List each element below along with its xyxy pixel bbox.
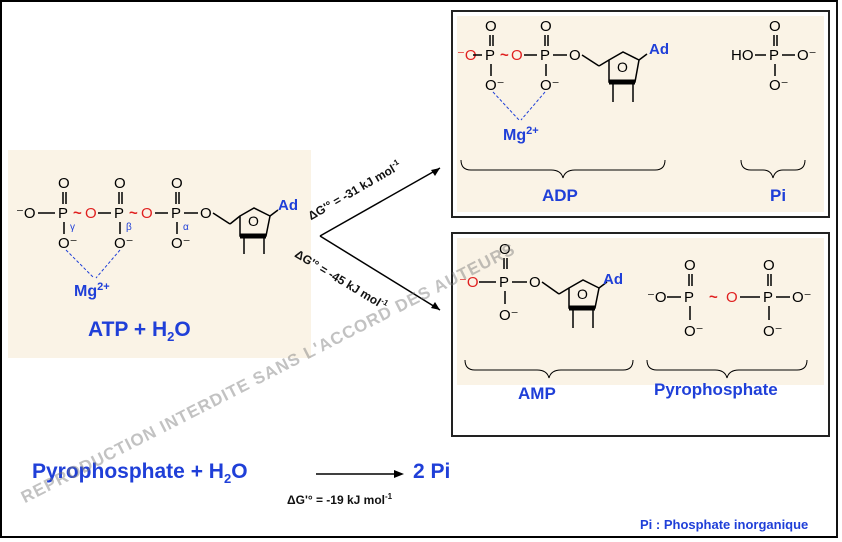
- svg-text:O: O: [114, 175, 126, 192]
- svg-text:~: ~: [500, 47, 509, 64]
- svg-text:O⁻: O⁻: [114, 235, 134, 252]
- svg-text:O: O: [171, 175, 183, 192]
- svg-text:O: O: [769, 18, 781, 35]
- adp-label: ADP: [542, 186, 578, 205]
- svg-text:O⁻: O⁻: [171, 235, 191, 252]
- svg-text:O: O: [248, 213, 259, 229]
- svg-text:O⁻: O⁻: [485, 77, 505, 94]
- svg-text:⁻O: ⁻O: [457, 47, 477, 64]
- svg-text:O: O: [511, 47, 523, 64]
- svg-text:O: O: [529, 274, 541, 291]
- svg-text:P: P: [171, 205, 181, 222]
- svg-text:P: P: [499, 274, 509, 291]
- svg-text:P: P: [114, 205, 124, 222]
- svg-text:α: α: [183, 222, 189, 233]
- reaction-arrows: [319, 167, 441, 311]
- equation-arrow: [316, 470, 404, 478]
- svg-text:O: O: [763, 257, 775, 274]
- svg-text:O⁻: O⁻: [540, 77, 560, 94]
- svg-text:O: O: [726, 289, 738, 306]
- pyrophosphate-label: Pyrophosphate: [654, 380, 778, 399]
- svg-text:O: O: [485, 18, 497, 35]
- svg-text:O: O: [617, 59, 628, 75]
- atp-mg-label: Mg2+: [74, 281, 110, 300]
- equation-left: Pyrophosphate + H2O: [32, 460, 248, 487]
- svg-text:O: O: [141, 205, 153, 222]
- equation-right: 2 Pi: [413, 460, 451, 483]
- svg-text:~: ~: [129, 205, 138, 222]
- amp-ppi-box: [451, 232, 830, 437]
- equation-dg-label: ΔG'° = -19 kJ mol-1: [287, 492, 393, 507]
- svg-text:⁻O: ⁻O: [16, 205, 36, 222]
- svg-text:~: ~: [73, 205, 82, 222]
- svg-text:P: P: [684, 289, 694, 306]
- svg-text:P: P: [763, 289, 773, 306]
- svg-text:O⁻: O⁻: [58, 235, 78, 252]
- svg-text:P: P: [769, 47, 779, 64]
- svg-text:O⁻: O⁻: [763, 323, 783, 340]
- svg-text:O: O: [577, 286, 588, 302]
- svg-text:O⁻: O⁻: [792, 289, 812, 306]
- svg-text:β: β: [126, 222, 132, 233]
- atp-label: ATP + H2O: [88, 318, 191, 345]
- svg-text:~: ~: [709, 289, 718, 306]
- adp-mg-label: Mg2+: [503, 125, 539, 144]
- svg-text:O: O: [684, 257, 696, 274]
- svg-text:O⁻: O⁻: [797, 47, 817, 64]
- pi-label: Pi: [770, 186, 787, 205]
- svg-text:O: O: [499, 241, 511, 258]
- svg-text:O⁻: O⁻: [684, 323, 704, 340]
- amp-label: AMP: [518, 384, 556, 403]
- atp-panel: [8, 150, 311, 358]
- svg-text:⁻O: ⁻O: [459, 274, 479, 291]
- svg-text:HO: HO: [731, 47, 754, 64]
- svg-text:Ad: Ad: [278, 197, 298, 214]
- svg-text:P: P: [58, 205, 68, 222]
- svg-text:O: O: [85, 205, 97, 222]
- svg-text:γ: γ: [70, 222, 75, 233]
- svg-text:O⁻: O⁻: [769, 77, 789, 94]
- svg-text:⁻O: ⁻O: [647, 289, 667, 306]
- svg-text:Ad: Ad: [603, 271, 623, 288]
- svg-text:O: O: [200, 205, 212, 222]
- svg-text:P: P: [485, 47, 495, 64]
- svg-text:O: O: [540, 18, 552, 35]
- amp-ppi-structure: O ⁻O P O O⁻ O Ad O O ⁻O P ~ O P O⁻ O⁻ O⁻: [459, 241, 812, 379]
- adp-pi-box: [451, 10, 830, 218]
- svg-text:P: P: [540, 47, 550, 64]
- svg-text:O: O: [569, 47, 581, 64]
- svg-text:Ad: Ad: [649, 41, 669, 58]
- svg-text:O⁻: O⁻: [499, 307, 519, 324]
- svg-text:O: O: [58, 175, 70, 192]
- footnote: Pi : Phosphate inorganique: [640, 517, 809, 532]
